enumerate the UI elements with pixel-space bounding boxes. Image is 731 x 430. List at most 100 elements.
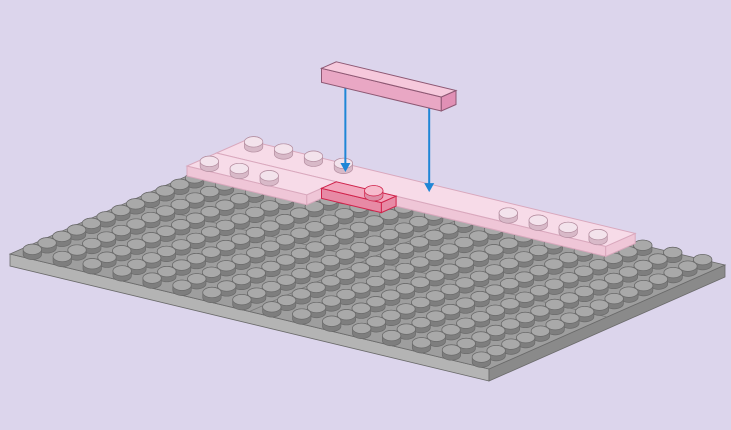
baseplate-stud	[604, 293, 624, 310]
stud-top	[156, 245, 176, 257]
baseplate-stud	[276, 274, 296, 291]
stud-top	[273, 143, 294, 155]
stud-top	[484, 264, 504, 276]
baseplate-stud	[351, 282, 371, 299]
placement-arrows	[340, 85, 435, 193]
stud-top	[260, 200, 280, 212]
stud-top	[276, 254, 296, 266]
baseplate-stud	[336, 309, 357, 326]
baseplate-stud	[321, 275, 341, 292]
baseplate-stud	[545, 298, 565, 316]
stud-top	[441, 324, 461, 336]
stud-top	[215, 219, 235, 231]
stud-top	[303, 150, 324, 162]
stud-top	[424, 229, 444, 241]
baseplate-stud	[156, 225, 176, 242]
stud-top	[366, 316, 386, 328]
stud-top	[82, 258, 102, 270]
baseplate-stud	[155, 205, 176, 222]
stud-top	[440, 283, 460, 295]
stud-top	[260, 220, 280, 232]
stud-top	[381, 289, 401, 301]
baseplate-stud	[245, 227, 265, 244]
baseplate-stud	[246, 247, 266, 264]
baseplate-stud	[126, 198, 146, 215]
stud-top	[426, 310, 446, 322]
baseplate-stud	[470, 311, 491, 328]
baseplate-stud	[52, 230, 72, 247]
baseplate-stud	[365, 275, 386, 293]
stud-top	[142, 272, 162, 284]
stud-top	[439, 243, 459, 255]
baseplate-stud	[380, 249, 400, 266]
baseplate-stud	[230, 213, 250, 230]
stud-top	[559, 292, 580, 304]
baseplate-stud	[260, 240, 281, 257]
baseplate-stud	[529, 265, 549, 282]
stud-top	[351, 282, 371, 294]
stud-top	[365, 275, 386, 288]
stud-top	[185, 192, 205, 204]
stud-top	[37, 237, 57, 249]
pink-plate-stud	[498, 207, 518, 224]
baseplate-stud	[441, 324, 461, 341]
baseplate-stud	[290, 207, 310, 224]
stud-top	[618, 266, 639, 278]
baseplate-stud	[500, 278, 520, 295]
baseplate-stud	[126, 238, 147, 255]
stud-top	[633, 259, 653, 272]
baseplate-stud	[411, 296, 431, 313]
baseplate-stud	[559, 252, 579, 269]
stud-top	[454, 257, 475, 269]
stud-top	[335, 228, 355, 240]
baseplate-stud	[201, 246, 221, 263]
stud-top	[441, 344, 462, 356]
baseplate-stud	[439, 223, 459, 240]
stud-top	[395, 262, 415, 275]
stud-top	[334, 208, 354, 220]
baseplate-stud	[67, 244, 87, 261]
stud-top	[484, 244, 504, 256]
baseplate-stud	[112, 265, 132, 282]
stud-top	[231, 233, 251, 245]
stud-top	[155, 205, 176, 217]
stud-top	[364, 185, 384, 197]
baseplate-stud	[350, 262, 370, 279]
baseplate-stud	[633, 239, 653, 256]
stud-top	[349, 221, 370, 234]
stud-top	[171, 219, 191, 231]
baseplate-stud	[305, 241, 325, 258]
stud-top	[410, 276, 430, 288]
stud-top	[229, 162, 249, 175]
stud-top	[261, 281, 281, 293]
baseplate-stud	[230, 193, 250, 210]
stud-top	[321, 295, 341, 307]
baseplate-stud	[335, 228, 355, 245]
stud-top	[290, 207, 310, 219]
baseplate-stud	[516, 332, 536, 349]
stud-top	[247, 287, 267, 299]
baseplate-stud	[216, 260, 236, 277]
stud-top	[230, 193, 250, 205]
baseplate-stud	[306, 261, 326, 278]
baseplate-stud	[559, 292, 580, 309]
baseplate-stud	[336, 288, 356, 306]
baseplate-stud	[379, 229, 399, 246]
stud-top	[292, 308, 312, 320]
baseplate-stud	[424, 249, 445, 267]
stud-top	[409, 236, 429, 248]
stud-top	[441, 304, 461, 316]
stud-top	[22, 243, 42, 255]
baseplate-stud	[335, 248, 355, 265]
stud-top	[201, 246, 221, 258]
baseplate-stud	[663, 267, 683, 284]
baseplate-stud	[633, 259, 653, 277]
baseplate-stud	[515, 291, 535, 308]
stud-top	[321, 275, 341, 287]
baseplate-stud	[501, 338, 521, 355]
baseplate-stud	[396, 323, 416, 340]
stud-top	[336, 309, 357, 321]
stud-top	[216, 260, 236, 272]
stud-top	[141, 232, 161, 244]
